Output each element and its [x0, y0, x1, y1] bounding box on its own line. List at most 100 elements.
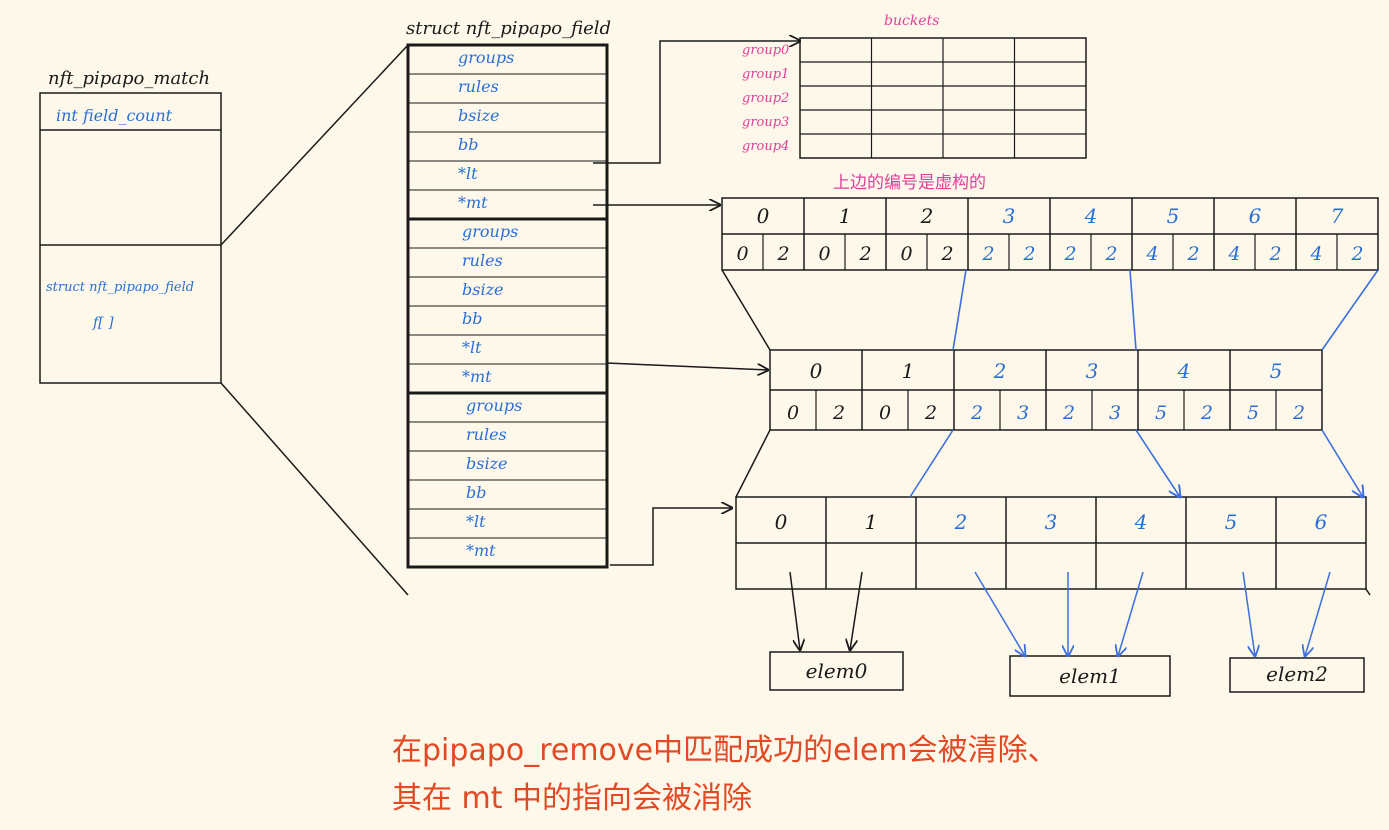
elem-label: elem2: [1266, 662, 1328, 686]
mt-index-cell: 4: [1084, 204, 1098, 228]
elem-pointer-arrow: [789, 571, 800, 650]
mt-index-cell: 5: [1270, 359, 1283, 383]
mt-index-cell: 3: [1045, 510, 1058, 534]
mt-index-cell: 1: [839, 204, 852, 228]
mt-pair-cell: 3: [1017, 402, 1029, 424]
elem-pointer-arrow: [974, 571, 1025, 656]
bucket-row-label: group4: [742, 139, 789, 154]
elem-box-0: [769, 651, 904, 691]
mt-pair-cell: 4: [1145, 243, 1158, 265]
mt-connections: [721, 269, 1379, 497]
elem-label: elem0: [806, 659, 868, 683]
mt-index-cell: 5: [1225, 510, 1238, 534]
mt-pair-cell: 2: [940, 243, 953, 265]
elem-pointer-arrow: [1305, 571, 1331, 656]
member-groups: groups: [466, 396, 522, 415]
member-ptr-mt: *mt: [462, 367, 492, 386]
mt-index-cell: 1: [865, 510, 878, 534]
member-bsize: bsize: [462, 280, 503, 299]
bucket-row-label: group1: [742, 67, 789, 82]
member-ptr-lt: *lt: [462, 338, 482, 357]
mt-pair-cell: 0: [900, 243, 912, 265]
member-rules: rules: [462, 251, 503, 270]
mt-pair-cell: 0: [879, 402, 891, 424]
mt-pair-cell: 0: [818, 243, 830, 265]
elem-boxes: elem0 elem1 elem2: [769, 571, 1365, 697]
member-ptr-lt: *lt: [458, 164, 478, 183]
mt-index-cell: 2: [920, 204, 934, 228]
mt-pair-cell: 2: [970, 402, 983, 424]
mt-pair-cell: 2: [858, 243, 871, 265]
mt-pair-cell: 2: [1200, 402, 1213, 424]
expand-lines: [220, 44, 409, 596]
member-ptr-lt: *lt: [466, 512, 486, 531]
field-array-label: struct nft_pipapo_field: [46, 280, 194, 295]
member-ptr-mt: *mt: [466, 541, 496, 560]
member-groups: groups: [458, 48, 514, 67]
mt-pair-cell: 2: [1186, 243, 1199, 265]
member-ptr-mt: *mt: [458, 193, 488, 212]
elem-label: elem1: [1059, 664, 1121, 688]
mt-pair-cell: 2: [1268, 243, 1281, 265]
buckets-grid: group0 group1 group2 group3 group4: [742, 37, 1087, 159]
mt-pair-cell: 2: [1104, 243, 1117, 265]
elem-pointer-arrow: [1242, 571, 1255, 656]
mt-pair-cell: 5: [1155, 402, 1167, 424]
mt-index-cell: 1: [902, 359, 915, 383]
member-rules: rules: [458, 77, 499, 96]
member-bb: bb: [458, 135, 478, 154]
note-fictional-numbering: 上边的编号是虚构的: [833, 173, 986, 193]
mt-index-cell: 2: [993, 359, 1007, 383]
mt-pair-cell: 2: [1063, 243, 1076, 265]
note-line-2: 其在 mt 中的指向会被消除: [392, 781, 752, 816]
pointer-arrows: [593, 41, 800, 566]
mt-pair-cell: 2: [1350, 243, 1363, 265]
mt-index-cell: 2: [954, 510, 968, 534]
match-struct-box: [39, 92, 222, 384]
mt-pair-cell: 2: [1292, 402, 1305, 424]
mt-pair-cell: 2: [1062, 402, 1075, 424]
elem-pointer-arrow: [850, 571, 863, 650]
mt-pair-cell: 5: [1247, 402, 1259, 424]
mt-index-cell: 3: [1003, 204, 1016, 228]
mt-pair-cell: 0: [736, 243, 748, 265]
member-groups: groups: [462, 222, 518, 241]
mt-index-cell: 0: [757, 204, 770, 228]
note-line-1: 在pipapo_remove中匹配成功的elem会被清除、: [392, 733, 1058, 768]
mt-index-cell: 6: [1249, 204, 1262, 228]
mt-pair-cell: 3: [1109, 402, 1121, 424]
mt-pair-cell: 2: [924, 402, 937, 424]
member-rules: rules: [466, 425, 507, 444]
member-bsize: bsize: [466, 454, 507, 473]
mt-index-cell: 0: [810, 359, 823, 383]
mt-pair-cell: 2: [832, 402, 845, 424]
member-bsize: bsize: [458, 106, 499, 125]
field-struct-title: struct nft_pipapo_field: [406, 18, 611, 39]
mt-index-cell: 4: [1177, 359, 1191, 383]
bucket-row-label: group2: [742, 91, 789, 106]
field-array-name: f[ ]: [92, 315, 114, 331]
mt-pair-cell: 4: [1309, 243, 1322, 265]
mt-index-cell: 3: [1086, 359, 1099, 383]
mt-index-cell: 6: [1315, 510, 1328, 534]
elem-box-1: [1009, 655, 1171, 697]
match-title: nft_pipapo_match: [48, 68, 210, 89]
member-bb: bb: [466, 483, 486, 502]
bucket-row-label: group3: [742, 115, 789, 130]
mt-index-cell: 0: [775, 510, 788, 534]
bucket-row-label: group0: [742, 43, 789, 58]
mt-pair-cell: 0: [787, 402, 799, 424]
elem-box-2: [1229, 657, 1365, 693]
mt-pair-cell: 4: [1227, 243, 1240, 265]
mt-pair-cell: 2: [776, 243, 789, 265]
field-struct-stack: groups rules bsize bb *lt *mt groups rules bsize…: [406, 43, 609, 569]
member-bb: bb: [462, 309, 482, 328]
mt-index-cell: 4: [1134, 510, 1148, 534]
buckets-title: buckets: [884, 13, 939, 29]
mt-index-cell: 5: [1167, 204, 1180, 228]
elem-pointer-arrow: [1118, 571, 1144, 656]
field-count-label: int field_count: [56, 106, 173, 125]
